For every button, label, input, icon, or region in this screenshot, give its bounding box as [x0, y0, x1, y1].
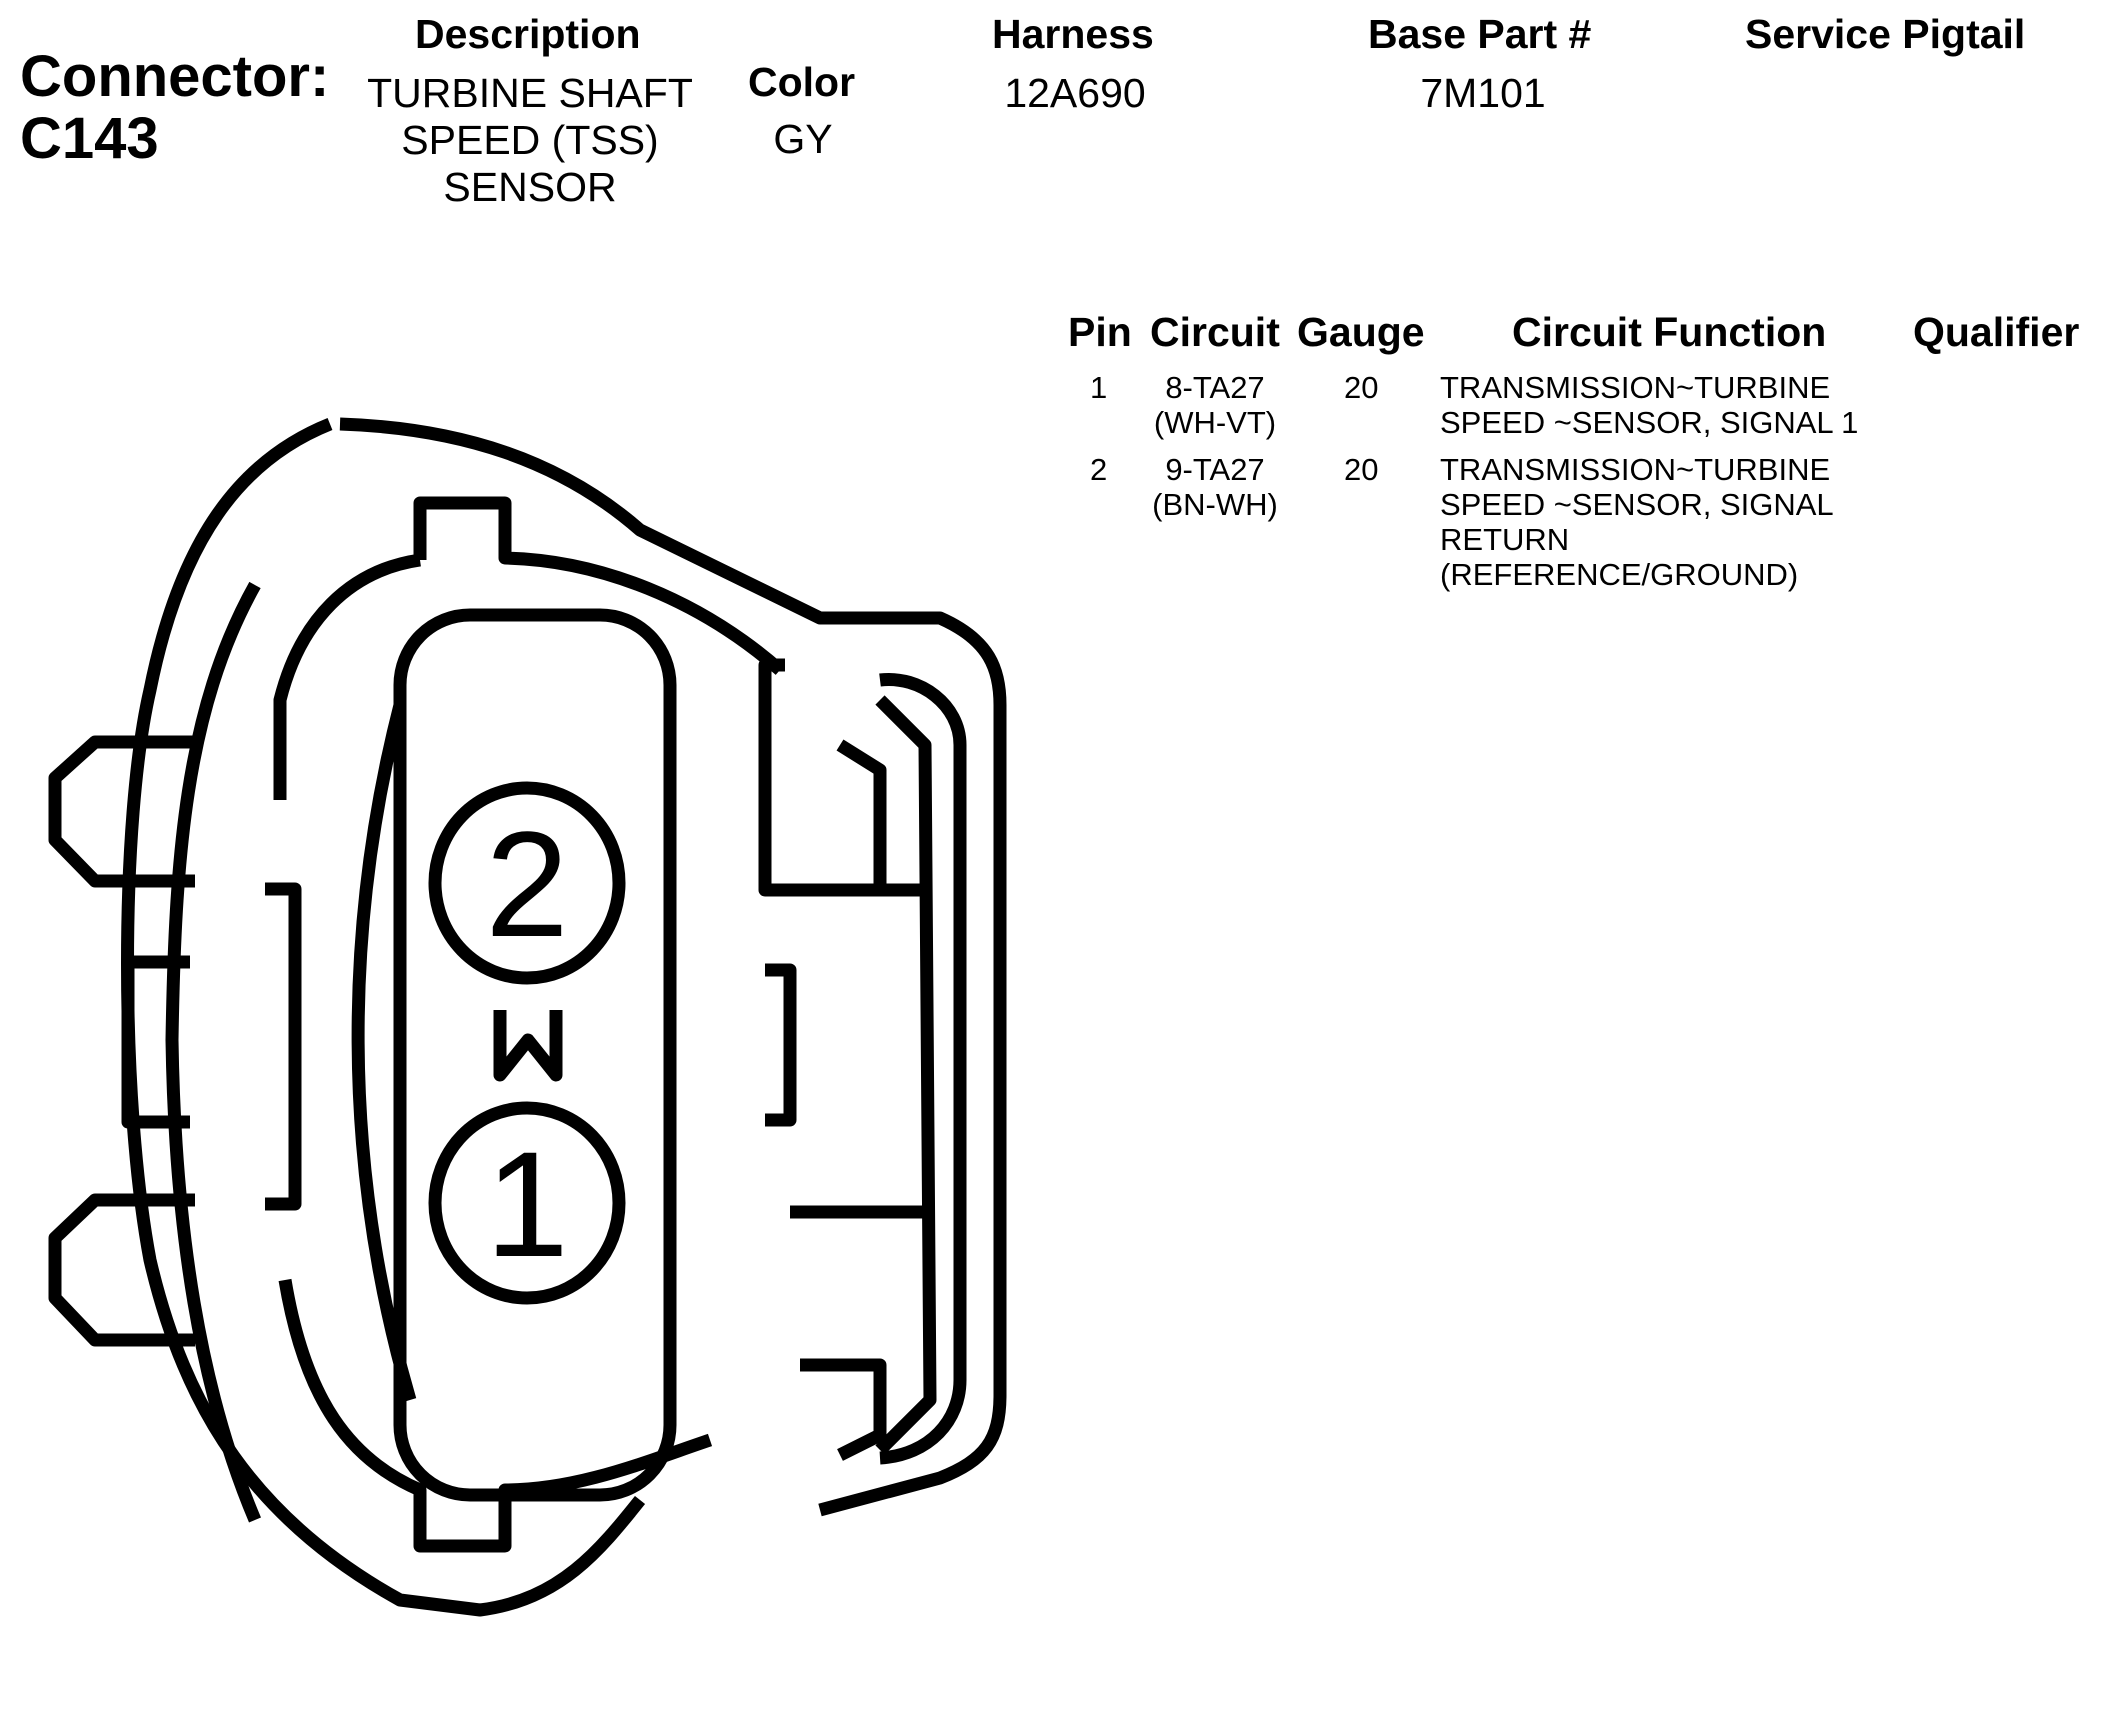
pin-2-label: 2: [485, 800, 568, 968]
connector-outer-arc-left: [165, 581, 261, 1523]
circuit-function-column-header: Circuit Function: [1512, 309, 1827, 355]
circuit-id: 9-TA27: [1165, 452, 1265, 487]
function-line: TRANSMISSION~TURBINE: [1440, 370, 1831, 405]
connector-face-diagram: 2 1: [48, 417, 1007, 1617]
right-latch-spring-inner: [875, 695, 937, 1455]
connector-outer-shell: [121, 417, 1007, 1617]
function-line: TRANSMISSION~TURBINE: [1440, 452, 1831, 487]
qualifier-column-header: Qualifier: [1913, 309, 2080, 355]
function-line: SPEED ~SENSOR, SIGNAL 1: [1440, 405, 1859, 440]
left-rib: [265, 882, 302, 1211]
connector-label: Connector:: [20, 44, 330, 109]
connector-id: C143: [20, 106, 159, 171]
function-line: (REFERENCE/GROUND): [1440, 557, 1799, 592]
service-pigtail-header: Service Pigtail: [1745, 11, 2026, 57]
harness-value: 12A690: [1004, 70, 1146, 116]
description-value: TURBINE SHAFT SPEED (TSS) SENSOR: [330, 70, 730, 211]
pin-cavity: [393, 608, 677, 1502]
right-latch-spring: [879, 672, 967, 1465]
right-key-tab: [765, 963, 797, 1127]
pin-number: 1: [1090, 370, 1108, 405]
right-latch-upper: [758, 658, 887, 897]
left-key-tab: [121, 955, 190, 1129]
circuit-color: (BN-WH): [1152, 487, 1278, 522]
description-line: SPEED (TSS): [401, 117, 659, 163]
color-value: GY: [773, 116, 833, 162]
description-header: Description: [415, 11, 641, 57]
function-line: RETURN: [1440, 522, 1570, 557]
gauge-column-header: Gauge: [1297, 309, 1425, 355]
gauge-cell: 20: [1344, 370, 1379, 405]
connector-latch-arc: [351, 703, 417, 1402]
pin-1-label: 1: [485, 1120, 568, 1288]
base-part-value: 7M101: [1420, 70, 1546, 116]
function-cell: TRANSMISSION~TURBINE SPEED ~SENSOR, SIGN…: [1440, 370, 1858, 440]
base-part-header: Base Part #: [1368, 11, 1592, 57]
gauge-cell: 20: [1344, 452, 1379, 487]
circuit-id: 8-TA27: [1165, 370, 1265, 405]
polarization-key-icon: [493, 1010, 563, 1082]
color-header: Color: [748, 59, 856, 105]
circuit-color: (WH-VT): [1153, 405, 1277, 440]
pin-column-header: Pin: [1068, 309, 1132, 355]
right-latch-lower: [800, 1358, 887, 1461]
connector-inner-shell: [273, 496, 785, 1553]
pin-number: 2: [1090, 452, 1108, 487]
pin-2-circle: [428, 781, 626, 985]
function-line: SPEED ~SENSOR, SIGNAL: [1440, 487, 1834, 522]
left-mounting-tab-lower: [48, 1193, 195, 1347]
circuit-cell: 9-TA27 (BN-WH): [1140, 452, 1290, 522]
left-mounting-tab-upper: [48, 735, 195, 888]
function-cell: TRANSMISSION~TURBINE SPEED ~SENSOR, SIGN…: [1440, 452, 1834, 592]
description-line: SENSOR: [443, 164, 617, 210]
harness-header: Harness: [992, 11, 1154, 57]
description-line: TURBINE SHAFT: [367, 70, 693, 116]
circuit-cell: 8-TA27 (WH-VT): [1140, 370, 1290, 440]
pin-1-circle: [428, 1101, 626, 1305]
circuit-column-header: Circuit: [1150, 309, 1280, 355]
